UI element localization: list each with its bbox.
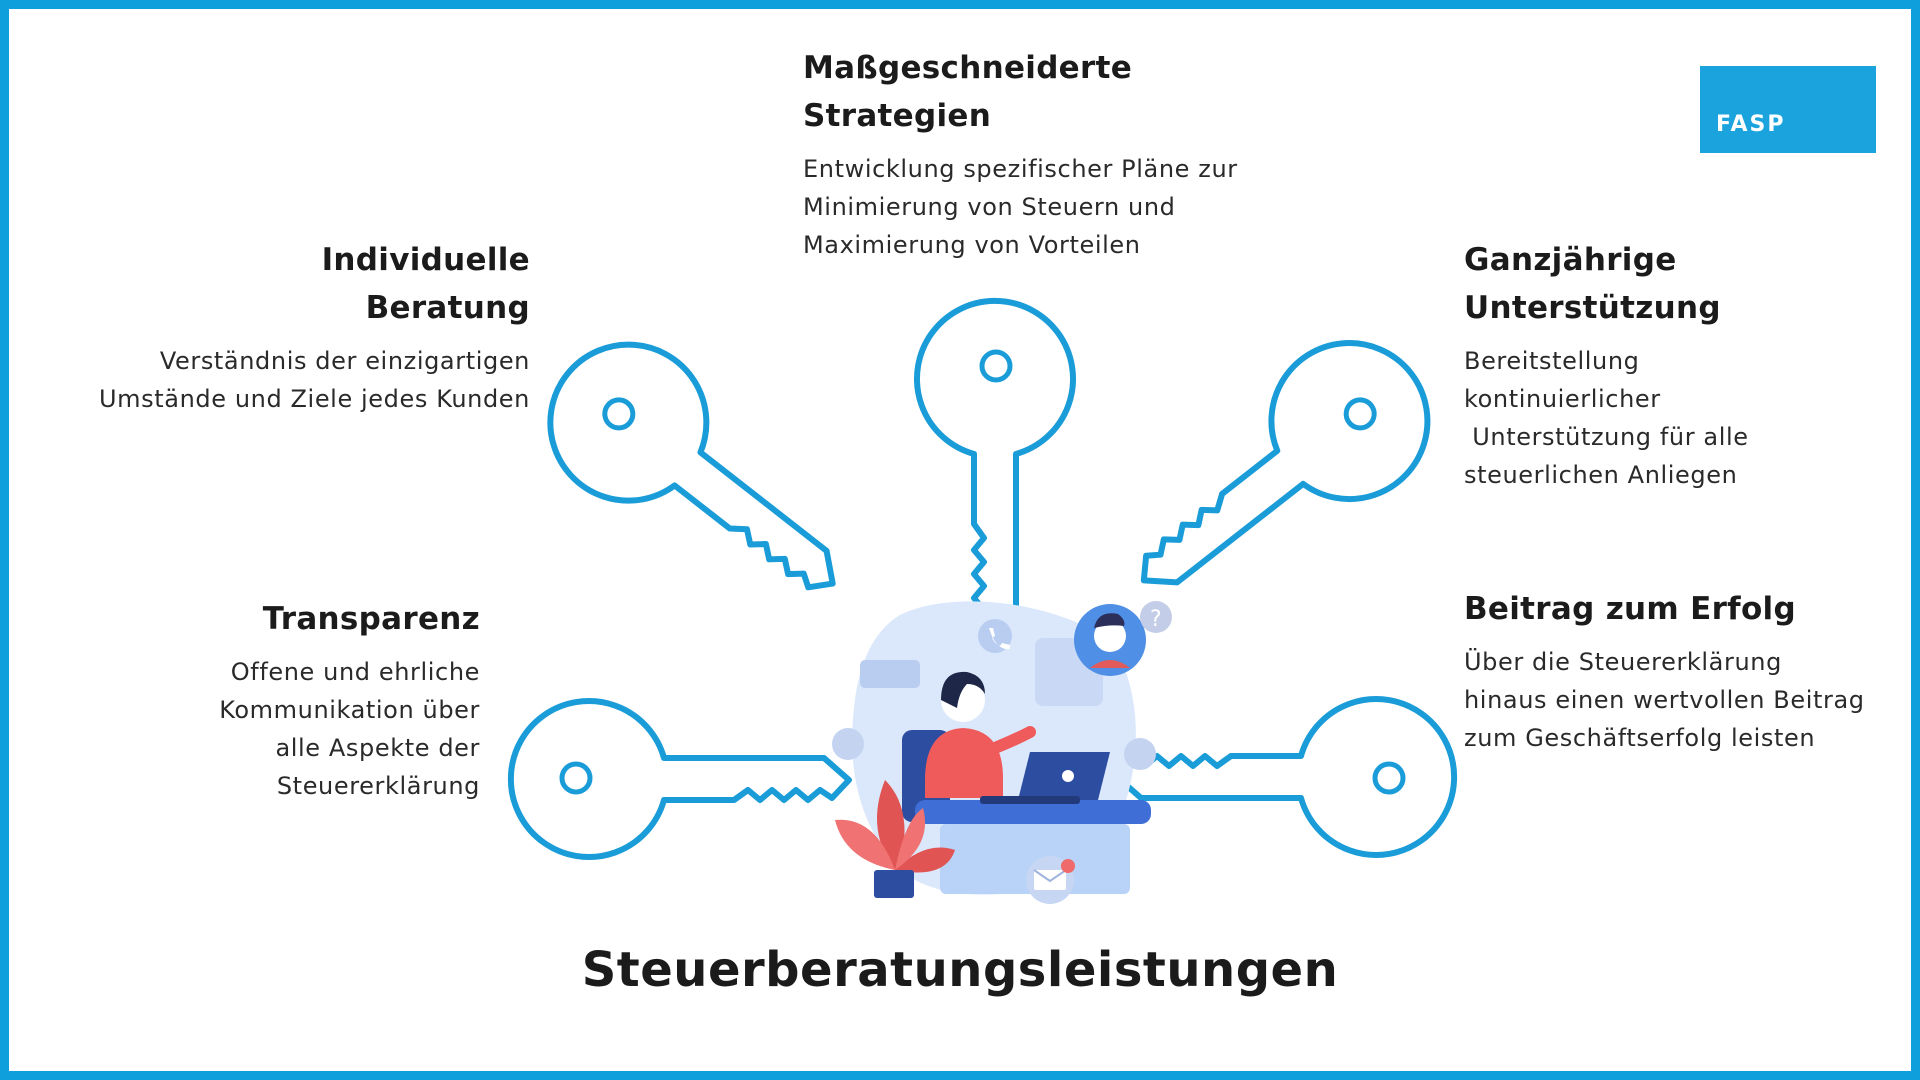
mail-icon [1026,856,1075,904]
key-icon-top-right [1096,312,1458,643]
consultant-illustration: ? [832,601,1172,904]
block-title: Maßgeschneiderte Strategien [803,50,1133,134]
block-text: Verständnis der einzigartigen Umstände u… [99,347,530,413]
block-text: Über die Steuererklärung hinaus einen we… [1464,648,1865,752]
block-year-round-support: Ganzjährige Unterstützung Bereitstellung… [1464,236,1884,494]
plant-icon [835,780,955,898]
key-icon-bottom-left [511,701,849,857]
brand-logo-text: FASP [1716,112,1786,137]
key-icon-bottom-right [1116,699,1454,855]
block-transparency: Transparenz Offene und ehrliche Kommunik… [100,595,480,805]
block-title: Transparenz [262,601,480,637]
block-tailored-strategies: Maßgeschneiderte Strategien Entwicklung … [803,44,1323,264]
svg-text:?: ? [1150,607,1162,632]
key-icon-top [917,301,1073,639]
block-title: Beitrag zum Erfolg [1464,591,1796,627]
question-icon [1140,601,1172,633]
brand-logo: FASP [1700,66,1876,153]
block-contribution-success: Beitrag zum Erfolg Über die Steuererklär… [1464,585,1904,757]
key-icon-top-left [519,313,881,644]
main-title: Steuerberatungsleistungen [581,942,1339,998]
chat-icon [860,660,920,688]
block-text: Offene und ehrliche Kommunikation über a… [219,658,480,800]
block-title: Ganzjährige Unterstützung [1464,242,1721,326]
block-individual-consulting: Individuelle Beratung Verständnis der ei… [40,236,530,418]
block-text: Bereitstellung kontinuierlicher Unterstü… [1464,347,1749,489]
block-text: Entwicklung spezifischer Pläne zur Minim… [803,155,1238,259]
block-title: Individuelle Beratung [321,242,530,326]
